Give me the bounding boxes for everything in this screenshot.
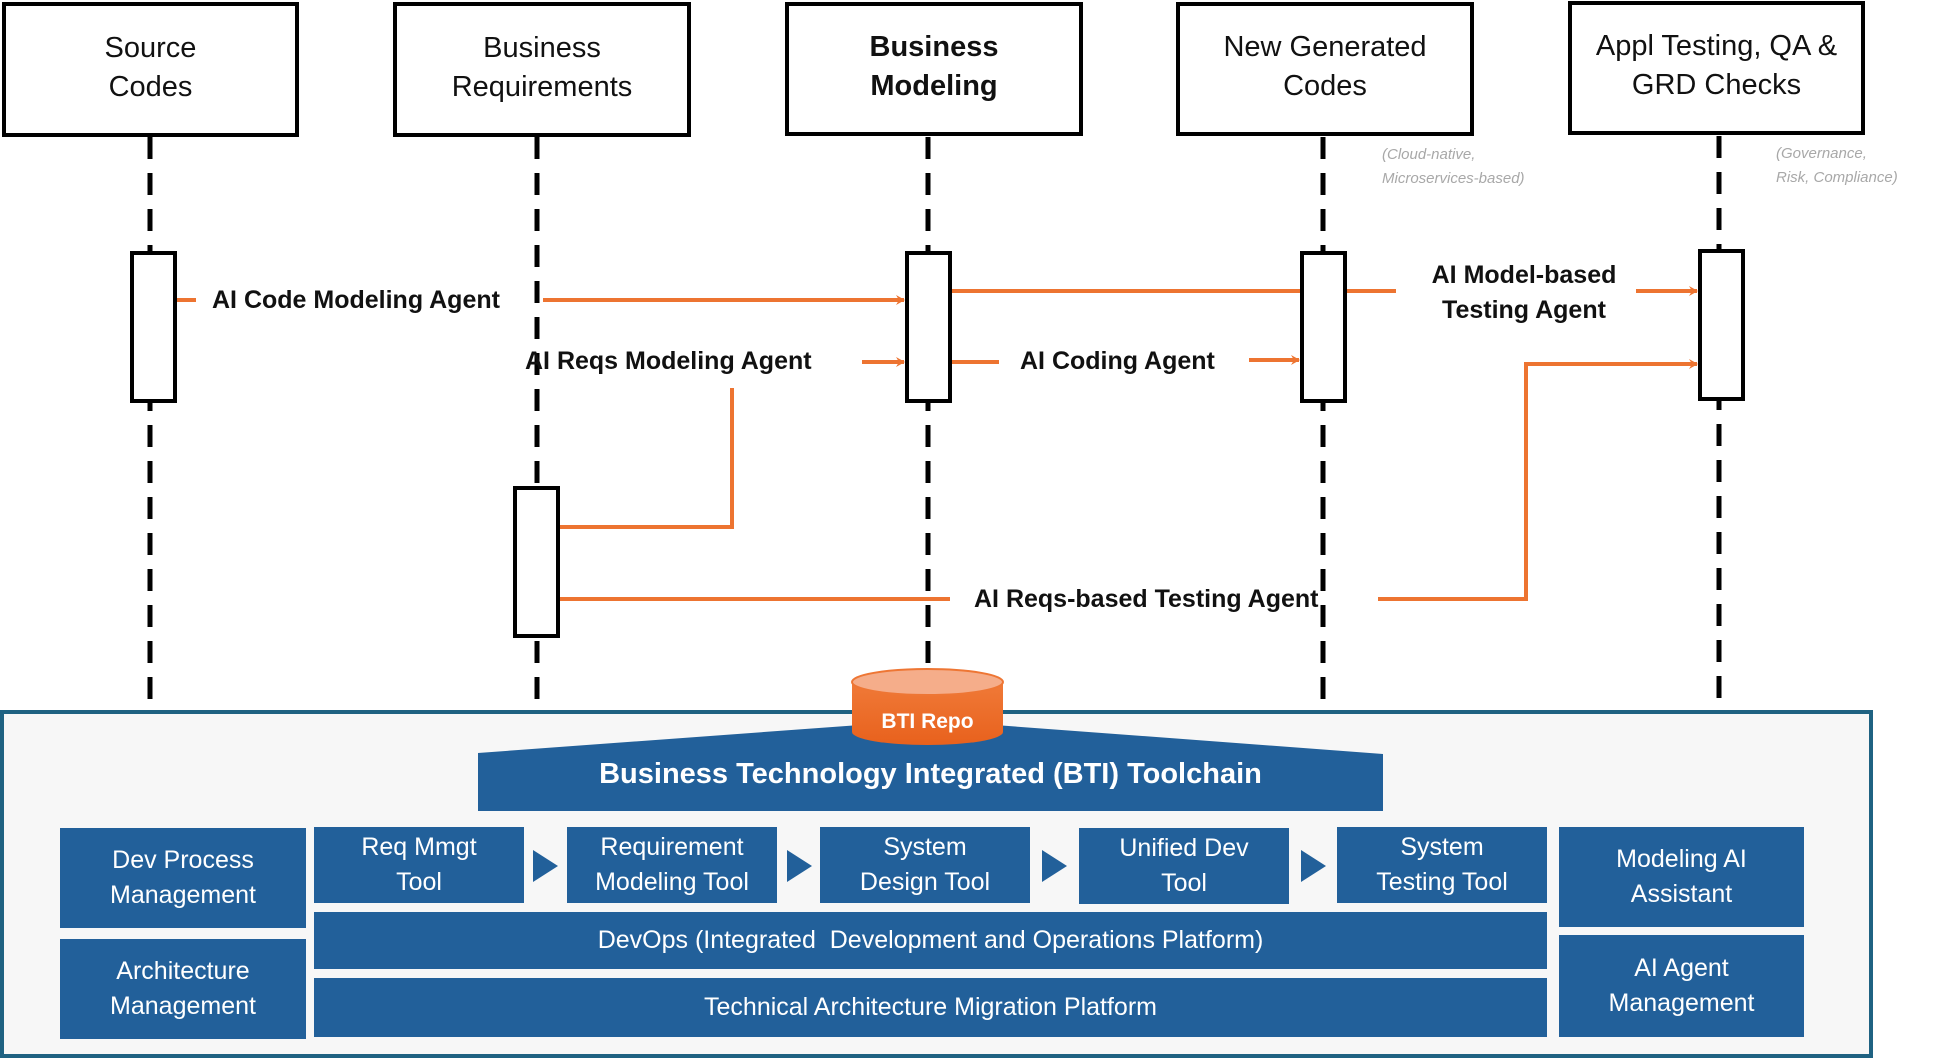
block-label-line: Architecture bbox=[116, 957, 250, 985]
block-label-line: Modeling Tool bbox=[595, 868, 749, 896]
actor-label-line: Modeling bbox=[870, 70, 998, 102]
block-label-line: Management bbox=[110, 992, 256, 1020]
block-dev-process-management: Dev Process Management bbox=[60, 828, 306, 928]
block-label-line: Tool bbox=[396, 868, 442, 896]
reqs-testing-connector bbox=[1378, 359, 1698, 601]
actor-label-line: Business bbox=[483, 31, 601, 64]
note-line: Microservices-based) bbox=[1382, 170, 1525, 187]
actor-label-line: Codes bbox=[108, 70, 193, 103]
block-architecture-management: Architecture Management bbox=[60, 939, 306, 1039]
note-appl-testing: (Governance, Risk, Compliance) bbox=[1776, 142, 1898, 190]
actor-label-line: Codes bbox=[1283, 70, 1367, 102]
message-line: AI Model-based bbox=[1431, 261, 1617, 289]
block-ai-agent-management: AI Agent Management bbox=[1559, 935, 1804, 1037]
toolchain-title: Business Technology Integrated (BTI) Too… bbox=[599, 758, 1262, 790]
note-line: (Governance, bbox=[1776, 145, 1867, 162]
message-model-based-testing-agent: AI Model-based Testing Agent bbox=[1414, 258, 1634, 328]
block-req-mmgt-tool: Req Mmgt Tool bbox=[314, 827, 524, 903]
actor-label-line: Business bbox=[869, 31, 999, 63]
block-requirement-modeling-tool: Requirement Modeling Tool bbox=[567, 827, 777, 903]
note-new-generated-codes: (Cloud-native, Microservices-based) bbox=[1382, 143, 1525, 191]
activation-business-modeling bbox=[905, 251, 952, 403]
block-label-line: Requirement bbox=[600, 833, 744, 861]
block-label-line: Unified Dev bbox=[1119, 834, 1249, 862]
block-label-line: Design Tool bbox=[859, 868, 991, 896]
block-label-line: Tool bbox=[1161, 869, 1207, 897]
actor-label-line: New Generated bbox=[1223, 31, 1427, 63]
block-modeling-ai-assistant: Modeling AI Assistant bbox=[1559, 827, 1804, 927]
block-label-line: System bbox=[1400, 833, 1484, 861]
pipeline-arrow-icon bbox=[533, 850, 558, 882]
block-technical-architecture-migration-platform: Technical Architecture Migration Platfor… bbox=[314, 978, 1547, 1037]
block-label-line: Dev Process bbox=[112, 846, 254, 874]
activation-appl-testing bbox=[1698, 249, 1745, 401]
activation-business-requirements bbox=[513, 486, 560, 638]
message-line: Testing Agent bbox=[1442, 296, 1606, 324]
block-label-line: Management bbox=[1608, 989, 1755, 1017]
bti-repo-label: BTI Repo bbox=[881, 710, 974, 733]
actor-label-line: Requirements bbox=[451, 70, 633, 103]
block-label: DevOps (Integrated Development and Opera… bbox=[597, 926, 1264, 954]
actor-new-generated-codes: New Generated Codes bbox=[1176, 2, 1474, 136]
activation-source-codes bbox=[130, 251, 177, 403]
block-label-line: Testing Tool bbox=[1376, 868, 1508, 896]
actor-source-codes: Source Codes bbox=[2, 2, 299, 137]
block-system-testing-tool: System Testing Tool bbox=[1337, 827, 1547, 903]
activation-new-generated-codes bbox=[1300, 251, 1347, 403]
block-label: Technical Architecture Migration Platfor… bbox=[704, 993, 1157, 1021]
message-reqs-modeling-agent: AI Reqs Modeling Agent bbox=[525, 347, 812, 375]
actor-appl-testing: Appl Testing, QA & GRD Checks bbox=[1568, 1, 1865, 135]
block-label-line: System bbox=[883, 833, 967, 861]
pipeline-arrow-icon bbox=[1042, 850, 1067, 882]
block-unified-dev-tool: Unified Dev Tool bbox=[1079, 828, 1289, 904]
actor-label-line: Source bbox=[104, 31, 197, 64]
toolchain-banner bbox=[478, 725, 1383, 811]
pipeline-arrow-icon bbox=[787, 850, 812, 882]
block-label-line: AI Agent bbox=[1634, 954, 1729, 982]
note-line: (Cloud-native, bbox=[1382, 146, 1476, 163]
actor-label-line: GRD Checks bbox=[1631, 69, 1802, 101]
block-devops-platform: DevOps (Integrated Development and Opera… bbox=[314, 912, 1547, 969]
block-label-line: Management bbox=[110, 881, 256, 909]
message-code-modeling-agent: AI Code Modeling Agent bbox=[212, 286, 500, 314]
bti-repo-icon bbox=[851, 668, 1004, 745]
pipeline-arrow-icon bbox=[1301, 850, 1326, 882]
block-system-design-tool: System Design Tool bbox=[820, 827, 1030, 903]
block-label-line: Req Mmgt bbox=[361, 833, 477, 861]
block-label-line: Modeling AI bbox=[1616, 845, 1747, 873]
block-label-line: Assistant bbox=[1630, 880, 1733, 908]
message-reqs-based-testing-agent: AI Reqs-based Testing Agent bbox=[974, 585, 1319, 613]
actor-label-line: Appl Testing, QA & bbox=[1595, 30, 1838, 62]
reqs-modeling-connector bbox=[559, 388, 734, 529]
message-coding-agent: AI Coding Agent bbox=[1020, 347, 1215, 375]
actor-business-requirements: Business Requirements bbox=[393, 2, 691, 137]
actor-business-modeling: Business Modeling bbox=[785, 2, 1083, 136]
note-line: Risk, Compliance) bbox=[1776, 169, 1898, 186]
